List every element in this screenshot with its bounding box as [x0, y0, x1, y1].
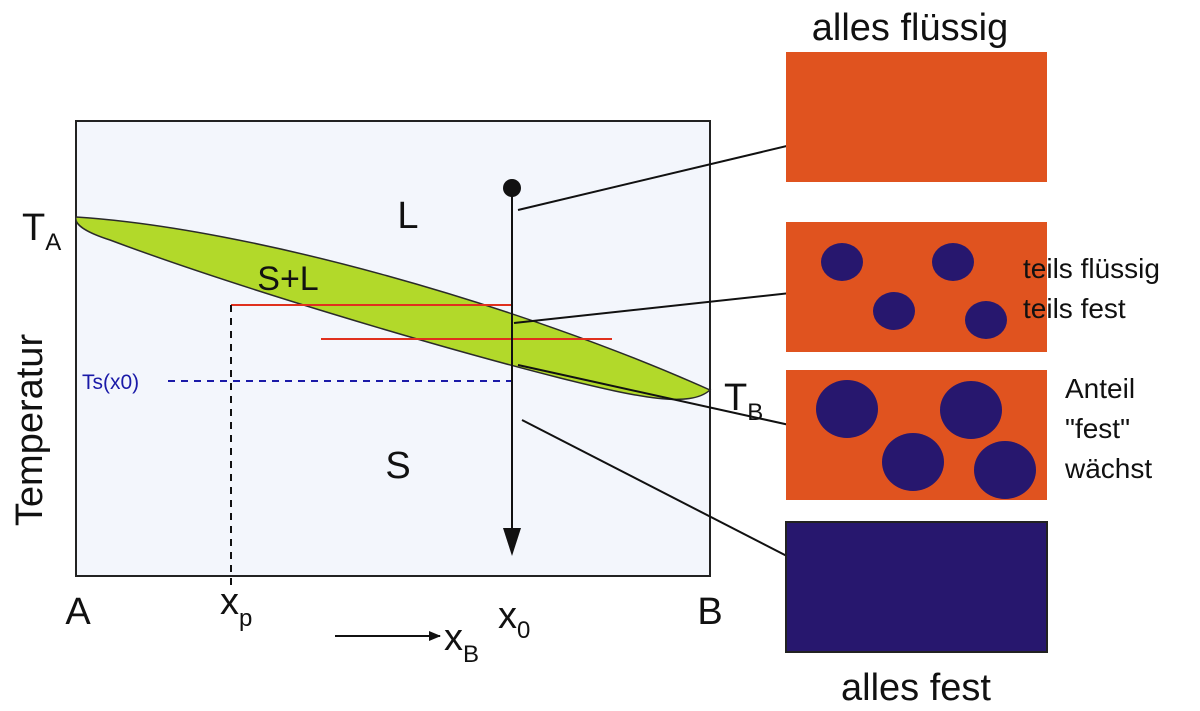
solid-grain — [940, 381, 1002, 439]
panel-growing-label-2: "fest" — [1065, 413, 1130, 444]
panel-growing-label-1: Anteil — [1065, 373, 1135, 404]
temperature-axis-label: Temperatur — [9, 334, 51, 527]
panel-liquid-title: alles flüssig — [812, 7, 1008, 49]
connector-partial — [513, 286, 819, 324]
x0-label: x0 — [498, 595, 530, 644]
composition-a-label: A — [65, 591, 91, 633]
solid-grain — [816, 380, 878, 438]
solid-grain — [932, 243, 974, 281]
solid-grain — [873, 292, 915, 330]
solid-grain — [965, 301, 1007, 339]
solidus-marker-label: Ts(x0) — [82, 371, 139, 394]
region-label-solid: S — [385, 445, 410, 487]
temp-b-label: TB — [724, 377, 763, 426]
panel-liquid — [786, 52, 1047, 182]
connector-solid — [521, 419, 819, 573]
connector-liquid — [517, 137, 813, 211]
solid-grain — [974, 441, 1036, 499]
composition-b-label: B — [697, 591, 722, 633]
xp-label: xp — [220, 581, 252, 632]
panel-partial-label-2: teils fest — [1023, 293, 1126, 324]
solid-grain — [821, 243, 863, 281]
two-phase-region — [75, 216, 712, 401]
panel-solid-title: alles fest — [841, 667, 991, 709]
panel-partial-label-1: teils flüssig — [1023, 253, 1160, 284]
panel-growing-label-3: wächst — [1064, 453, 1152, 484]
temp-a-label: TA — [22, 207, 61, 256]
solid-grain — [882, 433, 944, 491]
cooling-arrowhead — [503, 528, 521, 556]
panel-solid — [785, 521, 1048, 653]
connector-growing — [517, 364, 813, 433]
xb-label: xB — [444, 617, 479, 668]
region-label-liquid: L — [397, 195, 418, 237]
plot-area — [75, 120, 711, 577]
panel-partial — [786, 222, 1047, 352]
region-label-two-phase: S+L — [257, 260, 318, 298]
